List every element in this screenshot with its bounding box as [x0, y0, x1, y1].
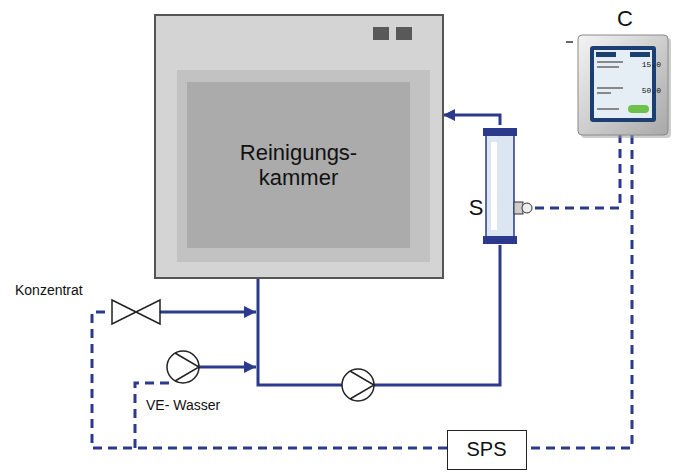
pipe-line [443, 115, 500, 125]
sensor: S [465, 125, 535, 245]
sensor-port [522, 203, 532, 213]
screen-value: 50.0 [625, 86, 661, 95]
chamber-label: Reinigungs- kammer [187, 82, 410, 248]
screen-header [596, 52, 616, 57]
signal-wire [135, 383, 170, 448]
chamber-housing [155, 15, 443, 278]
plc-box: SPS [447, 430, 527, 470]
pipe [160, 311, 256, 314]
device-label: C [610, 6, 640, 31]
chamber-window [187, 82, 410, 248]
screen-button [628, 105, 649, 113]
screen-value: 15.0 [625, 60, 661, 69]
screen-line [597, 87, 623, 89]
pump-symbol [175, 353, 199, 381]
screen-header [630, 52, 650, 57]
sensor-cap [483, 236, 517, 244]
sensor-label: S [467, 195, 485, 220]
controller-bezel [590, 46, 656, 122]
controller-device: C 15.0 50.0 [570, 2, 670, 135]
medium-label: VE- Wasser [146, 397, 220, 413]
controller-tick [566, 41, 573, 43]
screen-line [597, 108, 619, 110]
screen-line [597, 61, 623, 63]
plc-label: SPS [448, 431, 525, 468]
sensor-body [486, 135, 514, 237]
controller-body [578, 35, 668, 135]
valve-symbol [112, 300, 160, 324]
medium-label: Konzentrat [15, 282, 83, 298]
signal-line [535, 135, 620, 208]
pump-symbol [342, 369, 374, 401]
chamber-indicator [396, 27, 412, 40]
pump-symbol [167, 351, 199, 383]
screen-line [597, 92, 611, 94]
chamber-indicator [373, 27, 389, 40]
sensor-highlight [491, 142, 497, 230]
cleaning-chamber: Reinigungs- kammer [155, 15, 443, 278]
pump-symbol [350, 371, 374, 399]
signal-wire [92, 312, 447, 448]
sensor-cap [483, 128, 517, 136]
signal-line [527, 135, 632, 448]
screen-line [597, 66, 619, 68]
pipe [199, 366, 256, 369]
chamber-frame [177, 70, 430, 262]
